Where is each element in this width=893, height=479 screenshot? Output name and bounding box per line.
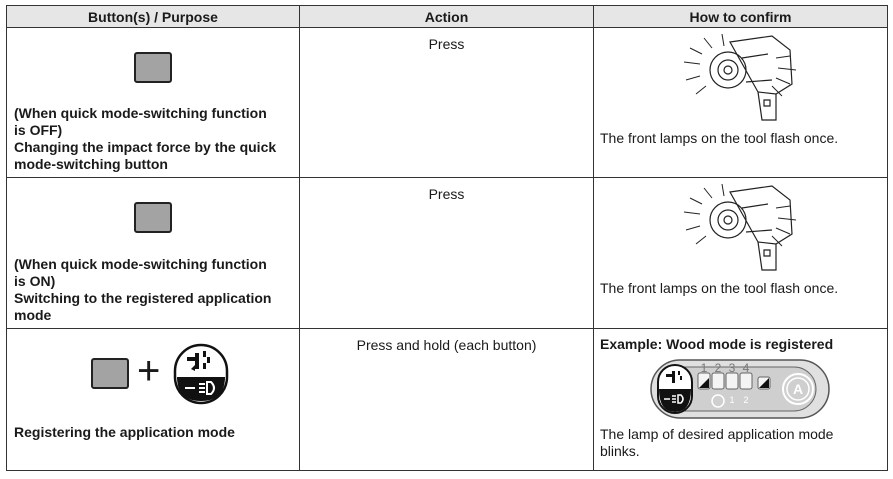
purpose-text: Registering the application mode — [14, 424, 294, 441]
svg-text:A: A — [793, 381, 803, 397]
action-cell: Press and hold (each button) — [299, 327, 594, 472]
panel-sub-label: 2 — [743, 395, 748, 405]
panel-number: 4 — [743, 361, 750, 375]
confirm-cell: The front lamps on the tool flash once. — [593, 177, 888, 329]
gray-square-button-icon — [91, 357, 129, 389]
confirm-text: The lamp of desired application mode bli… — [600, 426, 880, 460]
confirm-title: Example: Wood mode is registered — [600, 335, 834, 352]
table-header-row: Button(s) / Purpose Action How to confir… — [6, 5, 888, 28]
panel-number: 3 — [729, 361, 736, 375]
action-text: Press — [428, 36, 465, 52]
purpose-cell: (When quick mode-switching function is O… — [6, 26, 300, 179]
instruction-table: Button(s) / Purpose Action How to confir… — [6, 5, 888, 472]
action-cell: Press — [299, 177, 594, 329]
purpose-line: mode — [14, 306, 52, 323]
purpose-cell: (When quick mode-switching function is O… — [6, 177, 300, 329]
header-action: Action — [299, 5, 594, 28]
action-cell: Press — [299, 26, 594, 179]
table-row: (When quick mode-switching function is O… — [6, 26, 888, 179]
panel-number: 1 — [701, 361, 708, 375]
purpose-text: (When quick mode-switching function is O… — [14, 256, 294, 324]
mode-light-button-icon — [173, 343, 229, 404]
purpose-line: is ON) — [14, 272, 56, 289]
confirm-cell: The front lamps on the tool flash once. — [593, 26, 888, 179]
gray-square-button-icon — [134, 202, 172, 234]
confirm-text: The front lamps on the tool flash once. — [600, 280, 839, 297]
table-row: (When quick mode-switching function is O… — [6, 177, 888, 329]
purpose-line: (When quick mode-switching function — [14, 255, 267, 272]
purpose-line: mode-switching button — [14, 156, 168, 173]
impact-driver-flashing-lamps-icon — [683, 34, 797, 121]
plus-icon: + — [137, 348, 161, 393]
panel-sub-label: 1 — [729, 395, 734, 405]
purpose-line: (When quick mode-switching function — [14, 105, 267, 122]
header-purpose: Button(s) / Purpose — [6, 5, 300, 28]
purpose-line: Changing the impact force by the quick — [14, 139, 277, 156]
confirm-line: The lamp of desired application mode — [600, 425, 834, 442]
purpose-text: (When quick mode-switching function is O… — [14, 105, 294, 173]
purpose-line: Registering the application mode — [14, 424, 235, 440]
confirm-cell: Example: Wood mode is registered — [593, 327, 888, 472]
gray-square-button-icon — [134, 52, 172, 83]
action-text: Press — [428, 186, 465, 203]
purpose-cell: + — [6, 327, 300, 472]
purpose-line: Switching to the registered application — [14, 289, 272, 306]
panel-number: 2 — [715, 361, 722, 375]
header-confirm: How to confirm — [593, 5, 888, 28]
confirm-line: blinks. — [600, 442, 640, 459]
purpose-line: is OFF) — [14, 122, 63, 139]
action-text: Press and hold (each button) — [356, 336, 537, 353]
control-panel-icon: 1 2 3 4 1 2 A — [650, 358, 830, 419]
confirm-text: The front lamps on the tool flash once. — [600, 130, 839, 146]
impact-driver-flashing-lamps-icon — [683, 184, 797, 271]
table-row: + — [6, 327, 888, 472]
